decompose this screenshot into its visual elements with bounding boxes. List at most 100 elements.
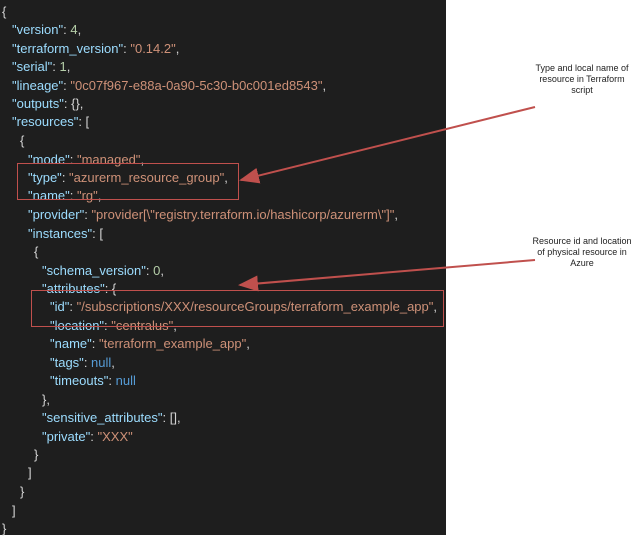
code-token: "provider[\"registry.terraform.io/hashic…	[91, 207, 395, 222]
code-token: :	[63, 78, 71, 93]
code-token: "outputs"	[12, 96, 64, 111]
code-token: :	[69, 152, 77, 167]
code-line: "sensitive_attributes": [],	[42, 409, 181, 427]
code-line: ]	[28, 464, 32, 482]
code-token: :	[91, 336, 99, 351]
code-line: "attributes": {	[42, 280, 116, 298]
code-token: ,	[173, 318, 177, 333]
code-token: "terraform_version"	[12, 41, 124, 56]
code-token: "terraform_example_app"	[98, 336, 247, 351]
code-token: ]	[28, 465, 32, 480]
code-line: "provider": "provider[\"registry.terrafo…	[28, 206, 398, 224]
code-line: "schema_version": 0,	[42, 262, 164, 280]
type-arrow	[239, 106, 536, 184]
code-token: "name"	[50, 336, 92, 351]
code-line: "private": "XXX"	[42, 428, 133, 446]
code-token: :	[69, 299, 77, 314]
code-line: {	[34, 243, 38, 261]
code-line: "serial": 1,	[12, 58, 70, 76]
code-token: ,	[394, 207, 398, 222]
code-token: "centralus"	[111, 318, 174, 333]
code-line: }	[2, 520, 6, 538]
type-annotation-label: Type and local name of resource in Terra…	[535, 63, 629, 95]
code-line: }	[20, 483, 24, 501]
code-token: ]	[12, 503, 16, 518]
code-token: 0	[153, 263, 161, 278]
code-token: :	[104, 318, 112, 333]
code-token: "private"	[42, 429, 91, 444]
code-token: "serial"	[12, 59, 53, 74]
code-token: : {},	[63, 96, 84, 111]
code-line: ]	[12, 502, 16, 520]
code-token: ,	[322, 78, 327, 93]
code-token: ,	[224, 170, 228, 185]
code-token: "timeouts"	[50, 373, 109, 388]
code-token: :	[108, 373, 116, 388]
code-token: "id"	[50, 299, 70, 314]
code-line: {	[20, 132, 24, 150]
code-token: null	[115, 373, 136, 388]
code-token: {	[2, 4, 7, 19]
code-line: "outputs": {},	[12, 95, 83, 113]
code-token: "provider"	[28, 207, 85, 222]
code-token: "azurerm_resource_group"	[69, 170, 225, 185]
code-token: ,	[246, 336, 250, 351]
code-token: "schema_version"	[42, 263, 146, 278]
code-token: "instances"	[28, 226, 93, 241]
code-token: ,	[97, 188, 102, 203]
id-location-highlight-box	[31, 290, 444, 327]
code-token: "version"	[12, 22, 64, 37]
code-token: :	[61, 170, 70, 185]
code-token: :	[123, 41, 131, 56]
type-name-highlight-box	[17, 163, 239, 200]
json-code-panel: {"version": 4,"terraform_version": "0.14…	[0, 0, 446, 538]
code-token: "tags"	[50, 355, 84, 370]
code-token: "/subscriptions/XXX/resourceGroups/terra…	[76, 299, 434, 314]
code-token: "lineage"	[12, 78, 64, 93]
code-line: "version": 4,	[12, 21, 81, 39]
code-token: "location"	[50, 318, 105, 333]
code-token: },	[42, 392, 50, 407]
code-line: "resources": [	[12, 113, 89, 131]
code-token: ,	[140, 152, 145, 167]
code-token: :	[52, 59, 60, 74]
code-line: "type": "azurerm_resource_group",	[28, 169, 228, 187]
code-token: :	[63, 22, 71, 37]
code-token: :	[84, 207, 92, 222]
code-token: {	[34, 244, 39, 259]
code-token: ,	[175, 41, 180, 56]
code-token: : {	[104, 281, 117, 296]
code-line: "id": "/subscriptions/XXX/resourceGroups…	[50, 298, 437, 316]
code-line: "location": "centralus",	[50, 317, 177, 335]
code-token: :	[69, 188, 77, 203]
code-token: ,	[433, 299, 438, 314]
code-token: :	[90, 429, 98, 444]
code-line: "timeouts": null	[50, 372, 136, 390]
code-token: null	[91, 355, 112, 370]
code-token: }	[34, 447, 39, 462]
code-token: : [	[92, 226, 103, 241]
code-token: "resources"	[12, 114, 79, 129]
code-line: },	[42, 391, 50, 409]
code-token: "sensitive_attributes"	[42, 410, 163, 425]
code-line: }	[34, 446, 38, 464]
code-line: "name": "terraform_example_app",	[50, 335, 250, 353]
id-arrow	[238, 259, 536, 292]
code-token: "0.14.2"	[130, 41, 176, 56]
code-token: :	[145, 263, 154, 278]
id-annotation-label: Resource id and location of physical res…	[532, 236, 632, 268]
code-token: : [	[78, 114, 90, 129]
code-token: ,	[66, 59, 71, 74]
code-line: "tags": null,	[50, 354, 115, 372]
code-token: ,	[77, 22, 82, 37]
code-line: {	[2, 3, 6, 21]
code-token: 1	[59, 59, 67, 74]
code-token: }	[2, 521, 7, 536]
code-token: "0c07f967-e88a-0a90-5c30-b0c001ed8543"	[70, 78, 323, 93]
code-token: 4	[70, 22, 78, 37]
code-token: "XXX"	[97, 429, 133, 444]
code-token: : [],	[162, 410, 181, 425]
code-token: }	[20, 484, 25, 499]
code-line: "terraform_version": "0.14.2",	[12, 40, 179, 58]
